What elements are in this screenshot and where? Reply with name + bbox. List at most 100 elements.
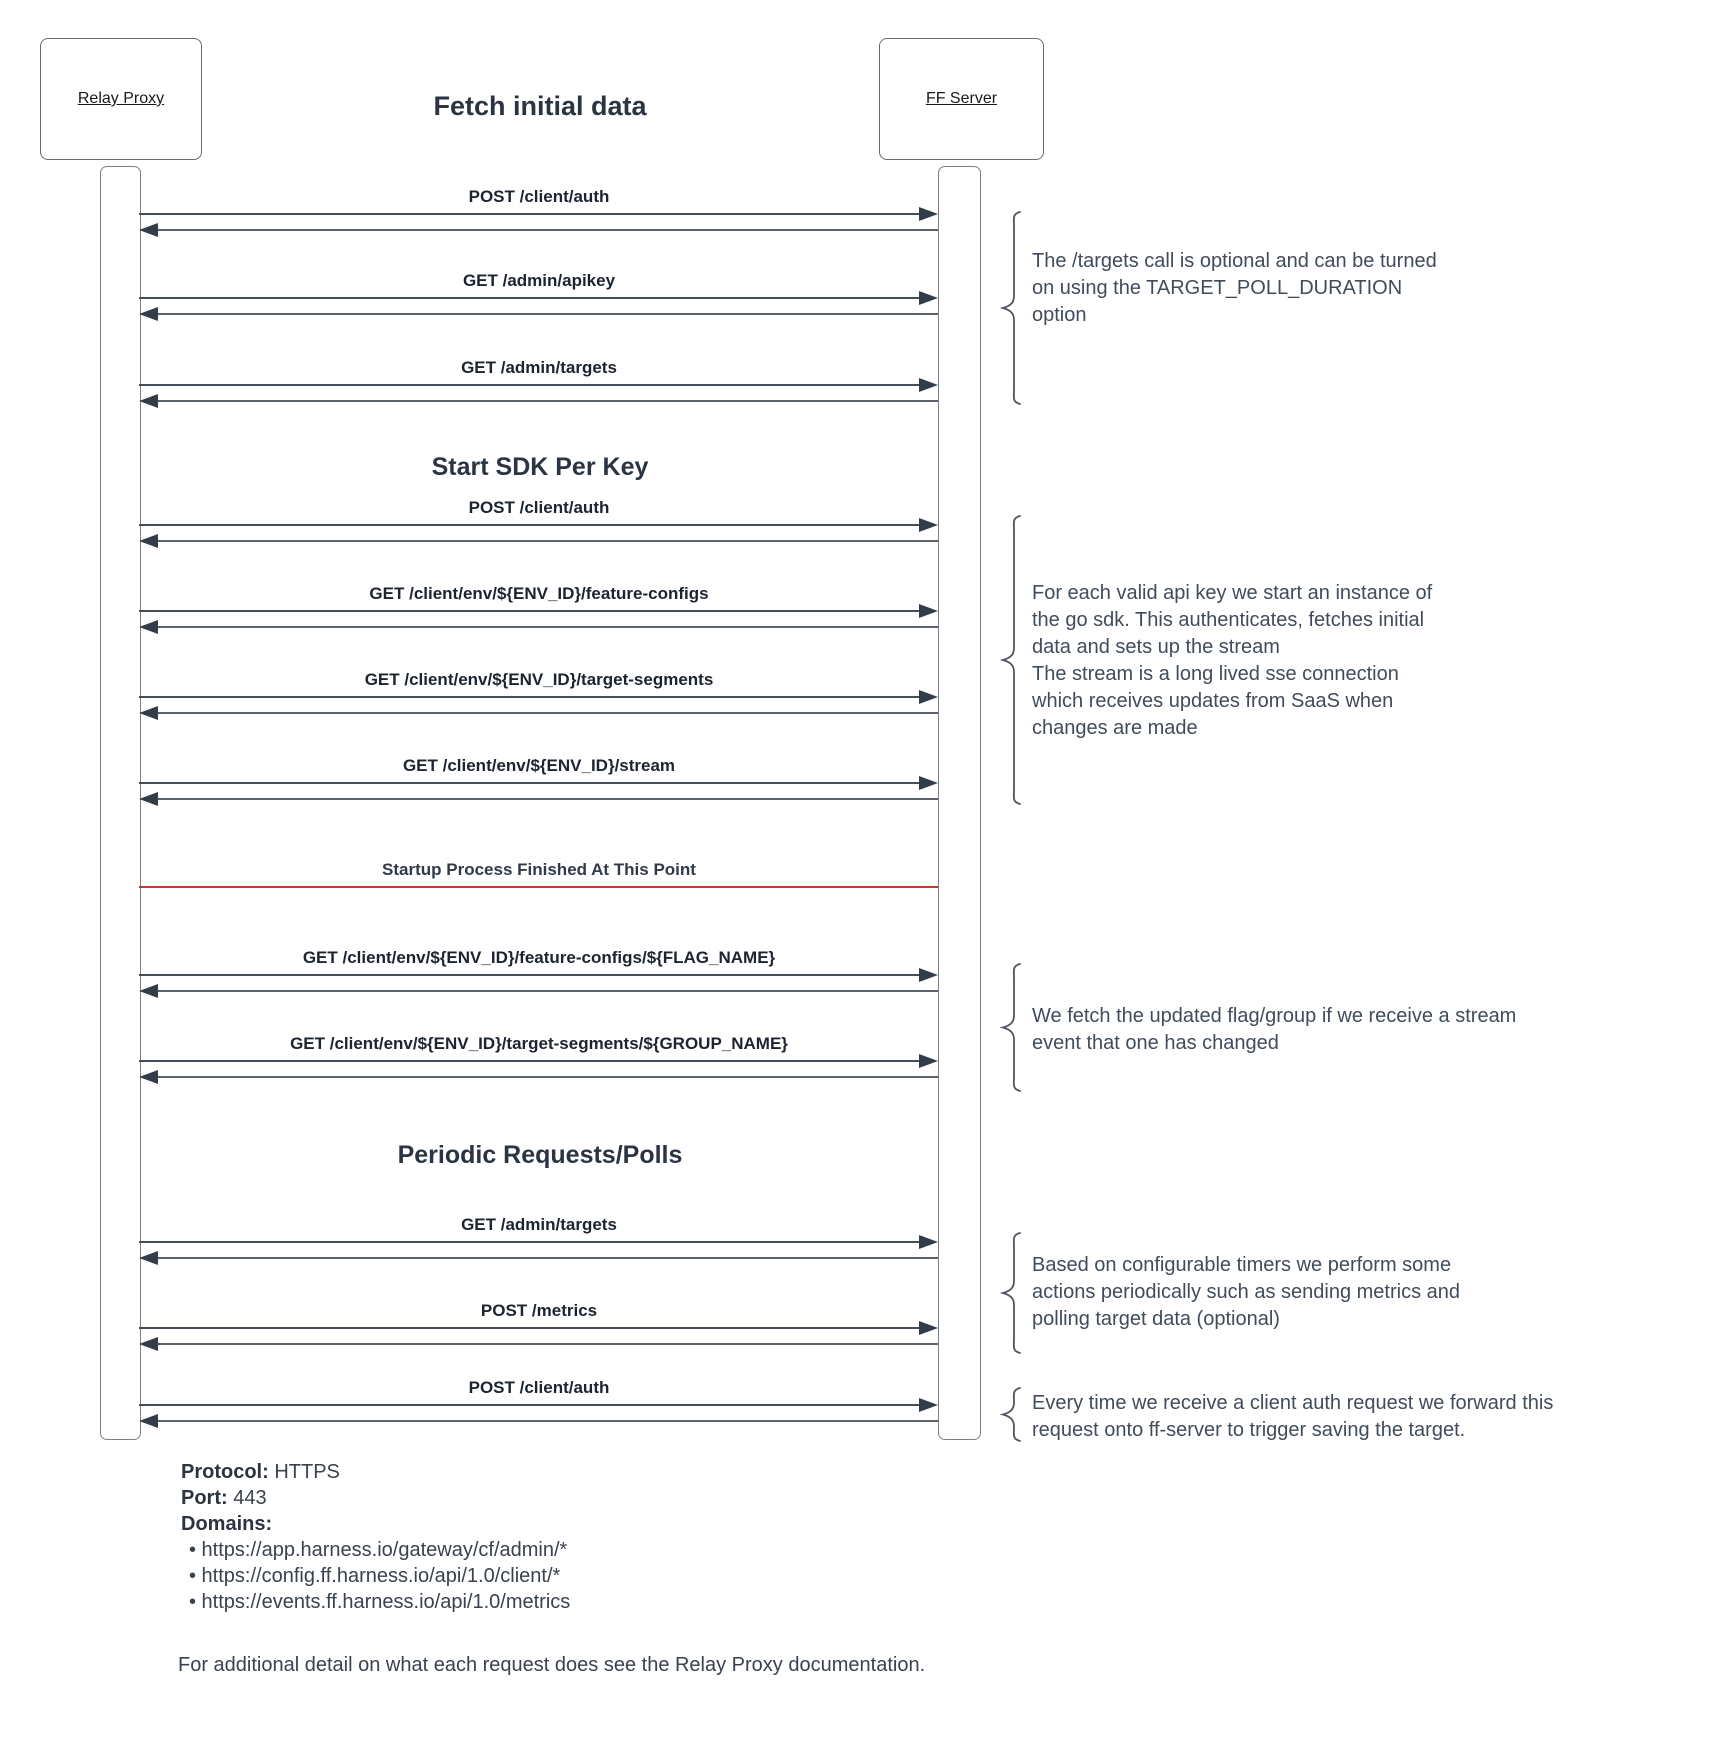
annotation-line: request onto ff-server to trigger saving… — [1032, 1419, 1466, 1441]
response-arrow-line — [156, 229, 938, 231]
startup-divider-label: Startup Process Finished At This Point — [382, 860, 696, 879]
port-row: Port: 443 — [181, 1485, 570, 1511]
annotation-brace-icon — [999, 1386, 1026, 1443]
annotation-line: actions periodically such as sending met… — [1032, 1281, 1460, 1303]
annotation-brace-icon — [999, 962, 1026, 1093]
request-arrow-line — [139, 384, 921, 386]
request-arrow-line — [139, 524, 921, 526]
response-arrowhead-icon — [139, 792, 158, 806]
response-arrow-line — [156, 1343, 938, 1345]
request-arrowhead-icon — [919, 1398, 938, 1412]
port-label: Port: — [181, 1487, 228, 1509]
lifeline-bar-ff-server — [938, 166, 981, 1440]
lifeline-bar-relay-proxy — [100, 166, 141, 1440]
protocol-row: Protocol: HTTPS — [181, 1459, 570, 1485]
request-arrowhead-icon — [919, 776, 938, 790]
request-arrow-line — [139, 1060, 921, 1062]
domains-label: Domains: — [181, 1513, 273, 1535]
annotation-line: The stream is a long lived sse connectio… — [1032, 663, 1399, 685]
request-arrow-line — [139, 610, 921, 612]
annotation-line: The /targets call is optional and can be… — [1032, 250, 1437, 272]
annotation-brace-icon — [999, 1231, 1026, 1355]
startup-divider-line — [139, 886, 938, 888]
annotation-text: The /targets call is optional and can be… — [1032, 248, 1437, 329]
response-arrow-line — [156, 1076, 938, 1078]
request-arrowhead-icon — [919, 1054, 938, 1068]
annotation-brace-icon — [999, 514, 1026, 806]
response-arrowhead-icon — [139, 394, 158, 408]
response-arrowhead-icon — [139, 223, 158, 237]
section-title-start-sdk: Start SDK Per Key — [431, 453, 649, 481]
request-arrow-line — [139, 297, 921, 299]
annotation-line: data and sets up the stream — [1032, 636, 1280, 658]
message-label: GET /client/env/${ENV_ID}/target-segment… — [290, 1034, 788, 1053]
response-arrowhead-icon — [139, 1251, 158, 1265]
actor-box-relay-proxy: Relay Proxy — [40, 38, 202, 160]
annotation-line: event that one has changed — [1032, 1032, 1279, 1054]
request-arrow-line — [139, 782, 921, 784]
annotation-text: Based on configurable timers we perform … — [1032, 1252, 1460, 1333]
response-arrowhead-icon — [139, 534, 158, 548]
message-label: GET /admin/apikey — [462, 271, 616, 290]
request-arrowhead-icon — [919, 378, 938, 392]
response-arrowhead-icon — [139, 307, 158, 321]
response-arrowhead-icon — [139, 984, 158, 998]
annotation-line: For each valid api key we start an insta… — [1032, 582, 1433, 604]
request-arrow-line — [139, 1241, 921, 1243]
annotation-line: polling target data (optional) — [1032, 1308, 1280, 1330]
domain-item: • https://events.ff.harness.io/api/1.0/m… — [189, 1591, 571, 1613]
message-label: GET /client/env/${ENV_ID}/stream — [402, 756, 676, 775]
annotation-line: which receives updates from SaaS when — [1032, 690, 1394, 712]
request-arrow-line — [139, 974, 921, 976]
request-arrowhead-icon — [919, 1235, 938, 1249]
port-value: 443 — [233, 1487, 267, 1509]
protocol-label: Protocol: — [181, 1461, 269, 1483]
request-arrowhead-icon — [919, 518, 938, 532]
annotation-text: We fetch the updated flag/group if we re… — [1032, 1003, 1516, 1057]
request-arrowhead-icon — [919, 604, 938, 618]
response-arrowhead-icon — [139, 620, 158, 634]
response-arrow-line — [156, 313, 938, 315]
request-arrowhead-icon — [919, 1321, 938, 1335]
domain-item: • https://app.harness.io/gateway/cf/admi… — [189, 1539, 568, 1561]
annotation-line: on using the TARGET_POLL_DURATION — [1032, 277, 1403, 299]
response-arrow-line — [156, 990, 938, 992]
annotation-line: Every time we receive a client auth requ… — [1032, 1392, 1554, 1414]
annotation-line: changes are made — [1032, 717, 1198, 739]
actor-label-ff-server: FF Server — [925, 90, 998, 107]
response-arrow-line — [156, 400, 938, 402]
annotation-line: Based on configurable timers we perform … — [1032, 1254, 1452, 1276]
request-arrow-line — [139, 1327, 921, 1329]
annotation-line: option — [1032, 304, 1087, 326]
message-label: POST /metrics — [480, 1301, 598, 1320]
request-arrowhead-icon — [919, 968, 938, 982]
annotation-text: For each valid api key we start an insta… — [1032, 580, 1432, 742]
message-label: GET /admin/targets — [461, 1215, 617, 1234]
response-arrow-line — [156, 798, 938, 800]
message-label: POST /client/auth — [468, 187, 610, 206]
annotation-text: Every time we receive a client auth requ… — [1032, 1390, 1553, 1444]
annotation-line: We fetch the updated flag/group if we re… — [1032, 1005, 1517, 1027]
request-arrow-line — [139, 696, 921, 698]
response-arrowhead-icon — [139, 706, 158, 720]
request-arrowhead-icon — [919, 207, 938, 221]
request-arrow-line — [139, 213, 921, 215]
response-arrowhead-icon — [139, 1337, 158, 1351]
domain-list: • https://app.harness.io/gateway/cf/admi… — [181, 1537, 570, 1615]
actor-box-ff-server: FF Server — [879, 38, 1044, 160]
message-label: GET /client/env/${ENV_ID}/target-segment… — [364, 670, 714, 689]
annotation-brace-icon — [999, 210, 1026, 406]
protocol-value: HTTPS — [274, 1461, 340, 1483]
response-arrow-line — [156, 1420, 938, 1422]
response-arrowhead-icon — [139, 1070, 158, 1084]
actor-label-relay-proxy: Relay Proxy — [77, 90, 165, 107]
response-arrow-line — [156, 626, 938, 628]
response-arrow-line — [156, 1257, 938, 1259]
request-arrowhead-icon — [919, 690, 938, 704]
response-arrow-line — [156, 540, 938, 542]
message-label: POST /client/auth — [468, 1378, 610, 1397]
section-title-periodic: Periodic Requests/Polls — [397, 1141, 683, 1169]
request-arrow-line — [139, 1404, 921, 1406]
annotation-line: the go sdk. This authenticates, fetches … — [1032, 609, 1425, 631]
diagram-title: Fetch initial data — [433, 91, 647, 121]
